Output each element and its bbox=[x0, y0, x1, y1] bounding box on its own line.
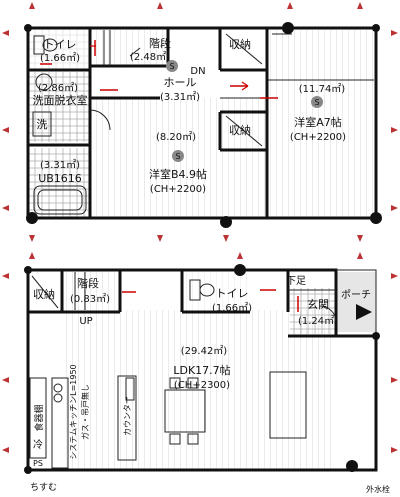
f1-faucet: 外水栓 bbox=[366, 484, 390, 494]
f2-roomA-ceiling: (CH+2200) bbox=[290, 132, 346, 143]
dining-table bbox=[164, 389, 206, 433]
cupboard bbox=[29, 377, 47, 459]
detector-label: S bbox=[169, 62, 174, 71]
dimension-marks bbox=[2, 2, 398, 453]
f2-hall-name: ホール bbox=[164, 76, 197, 89]
f1-storage: 収納 bbox=[33, 288, 55, 301]
floor1-plan: 収納 階段 (0.83㎡) UP トイレ (1.66㎡) 下足 玄関 (1.24… bbox=[24, 264, 390, 494]
column-dot bbox=[282, 22, 294, 34]
washroom-floor bbox=[29, 72, 89, 142]
detector-icon bbox=[166, 60, 178, 72]
f2-bath-area: (3.31㎡) bbox=[40, 159, 80, 171]
f2-storage-top: 収納 bbox=[229, 38, 251, 51]
f2-roomA-area: (11.74㎡) bbox=[299, 83, 346, 95]
f2-hall-area: (3.31㎡) bbox=[160, 91, 200, 103]
f2-storage-mid: 収納 bbox=[229, 124, 251, 137]
roomA-floor bbox=[267, 30, 375, 216]
f1-toilet-name: トイレ bbox=[216, 287, 249, 300]
detector-icon bbox=[311, 96, 323, 108]
f1-ldk-area: (29.42㎡) bbox=[181, 345, 228, 357]
entrance-floor bbox=[290, 288, 336, 334]
f1-counter: カウンター bbox=[123, 396, 132, 436]
f1-ps: PS bbox=[33, 459, 43, 468]
f1-kitchen-spec2: ガス・吊戸無し bbox=[80, 384, 90, 440]
f1-entrance-area: (1.24㎡) bbox=[298, 315, 338, 327]
f1-ldk-ceiling: (CH+2300) bbox=[174, 380, 230, 391]
f1-entrance-name: 玄関 bbox=[307, 297, 329, 311]
stairs-floor bbox=[95, 30, 167, 66]
toilet1-floor bbox=[186, 272, 248, 310]
detector-label: S bbox=[175, 152, 180, 161]
f1-stairs-area: (0.83㎡) bbox=[70, 293, 110, 305]
f1-stairs-up: UP bbox=[79, 316, 92, 327]
f1-porch: ポーチ bbox=[341, 289, 371, 301]
column-dot bbox=[370, 212, 382, 224]
f1-cupboard: 食器棚 bbox=[33, 404, 45, 431]
stairs1-floor bbox=[65, 272, 117, 310]
f2-toilet-area: (1.66㎡) bbox=[40, 52, 80, 64]
f2-stairs-area: (2.48㎡) bbox=[130, 51, 170, 63]
bar-counter bbox=[117, 375, 137, 461]
toilet2-floor bbox=[29, 30, 89, 70]
column-dot bbox=[220, 216, 232, 228]
f2-roomB-ceiling: (CH+2200) bbox=[150, 184, 206, 195]
f1-shoe: 下足 bbox=[286, 275, 306, 287]
f1-fridge: 冷 bbox=[33, 438, 43, 451]
sofa bbox=[269, 371, 307, 439]
kitchen-counter bbox=[51, 377, 69, 469]
f2-toilet-name: トイレ bbox=[44, 38, 77, 51]
f2-washroom-name: 洗面脱衣室 bbox=[33, 93, 88, 107]
f2-roomA-name: 洋室A7帖 bbox=[294, 115, 342, 129]
f2-roomB-area: (8.20㎡) bbox=[156, 131, 196, 143]
watermark: ちすむ bbox=[30, 482, 57, 493]
floor2-outer-wall bbox=[26, 26, 378, 220]
f1-ldk-name: LDK17.7帖 bbox=[173, 364, 230, 377]
f1-stairs-name: 階段 bbox=[77, 276, 99, 290]
f2-bath-name: UB1616 bbox=[38, 172, 82, 185]
column-dot bbox=[234, 264, 246, 276]
detector-label: S bbox=[314, 98, 319, 107]
f2-roomB-name: 洋室B4.9帖 bbox=[149, 167, 207, 181]
f1-kitchen-spec1: システムキッチンL=1950 bbox=[69, 364, 78, 459]
f2-stairs-name: 階段 bbox=[149, 36, 171, 50]
detector-icon bbox=[172, 150, 184, 162]
f2-washroom-area: (2.86㎡) bbox=[38, 82, 78, 94]
column-dot bbox=[26, 212, 38, 224]
f2-hall-dn: DN bbox=[190, 66, 205, 77]
porch-floor bbox=[336, 272, 376, 332]
f1-toilet-area: (1.66㎡) bbox=[212, 302, 252, 314]
floor2-plan: S S S トイレ (1.66㎡) 階段 (2.48㎡) 収納 収納 (2.86… bbox=[24, 22, 382, 228]
f2-washroom-sink: 洗 bbox=[37, 118, 48, 131]
column-dot bbox=[346, 460, 358, 472]
